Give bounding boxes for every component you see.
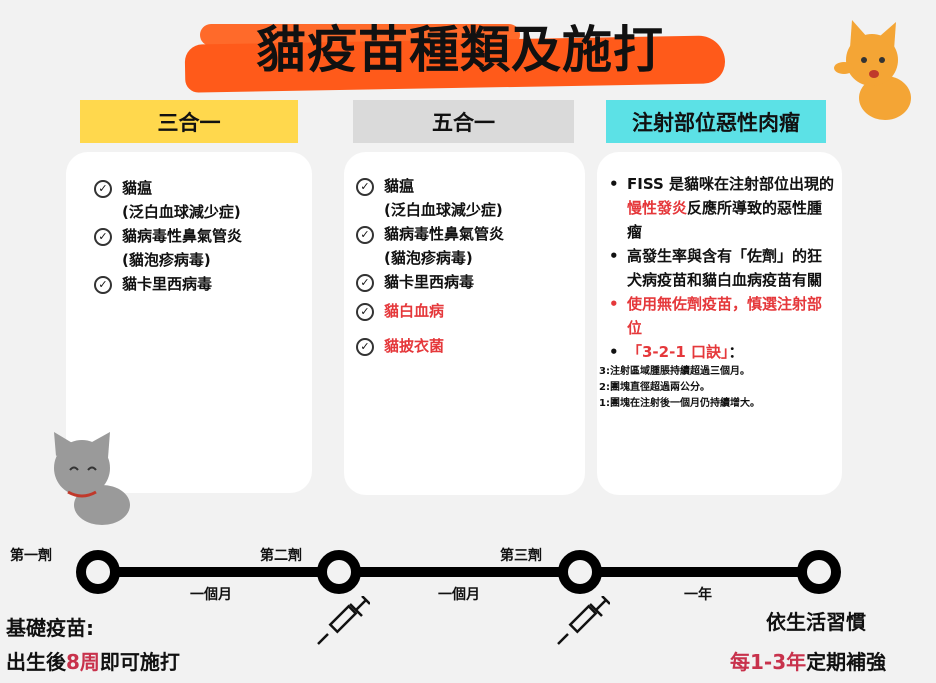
list-item: ✓ 貓病毒性鼻氣管炎 (貓泡疹病毒)	[94, 224, 312, 272]
text: FISS 是貓咪在注射部位出現的	[627, 175, 834, 193]
list-item: ✓ 貓披衣菌	[356, 334, 585, 358]
item-label: 貓披衣菌	[384, 337, 445, 355]
item-label: 貓卡里西病毒	[122, 275, 213, 293]
bullet-item: •使用無佐劑疫苗，慎選注射部位	[609, 292, 834, 340]
bullet-item: •FISS 是貓咪在注射部位出現的慢性發炎反應所導致的惡性腫瘤	[609, 175, 834, 241]
timeline-node	[558, 550, 602, 594]
base-vaccine-note: 出生後8周即可施打	[6, 646, 180, 675]
item-sub: (泛白血球減少症)	[384, 201, 503, 219]
item-label: 貓瘟	[384, 177, 415, 195]
header-three-in-one: 三合一	[80, 100, 298, 143]
bullet-item: •高發生率與含有「佐劑」的狂犬病疫苗和貓白血病疫苗有關	[609, 244, 834, 292]
text: ：	[728, 343, 744, 361]
booster-title: 依生活習慣	[766, 610, 866, 634]
timeline-line	[100, 567, 820, 577]
list-item: ✓ 貓病毒性鼻氣管炎 (貓泡疹病毒)	[356, 222, 585, 270]
item-label: 貓卡里西病毒	[384, 273, 475, 291]
item-label: 貓病毒性鼻氣管炎	[384, 225, 505, 243]
check-icon: ✓	[356, 303, 374, 321]
item-label: 貓白血病	[384, 302, 445, 320]
rule-text: 3:注射區域腫脹持續超過三個月。	[599, 366, 750, 377]
header-five-in-one: 五合一	[353, 100, 574, 143]
interval-label: 一年	[684, 587, 712, 603]
text-highlight: 慢性發炎	[627, 199, 688, 217]
list-item: ✓ 貓卡里西病毒	[356, 270, 585, 294]
item-sub: (貓泡疹病毒)	[122, 251, 211, 269]
text: 即可施打	[99, 650, 180, 674]
check-icon: ✓	[94, 180, 112, 198]
item-label: 貓病毒性鼻氣管炎	[122, 227, 243, 245]
check-icon: ✓	[356, 226, 374, 244]
item-sub: (貓泡疹病毒)	[384, 249, 473, 267]
list-item: ✓ 貓瘟 (泛白血球減少症)	[94, 176, 312, 224]
timeline-node	[317, 550, 361, 594]
card-five-in-one: ✓ 貓瘟 (泛白血球減少症) ✓ 貓病毒性鼻氣管炎 (貓泡疹病毒) ✓ 貓卡里西病毒 ✓ 貓…	[344, 152, 585, 495]
dose-label: 第一劑	[10, 548, 52, 564]
page-title: 貓疫苗種類及施打	[256, 21, 664, 79]
syringe-icon	[557, 596, 610, 645]
list-item: ✓ 貓白血病	[356, 299, 585, 323]
gray-cat-illustration	[54, 432, 130, 525]
text: 反應所導致的惡性腫瘤	[627, 199, 823, 241]
check-icon: ✓	[94, 276, 112, 294]
card-fiss: •FISS 是貓咪在注射部位出現的慢性發炎反應所導致的惡性腫瘤 •高發生率與含有…	[597, 152, 842, 495]
text: 「3-2-1 口訣」	[627, 343, 729, 361]
check-icon: ✓	[356, 178, 374, 196]
text: 出生後	[6, 650, 66, 674]
interval-label: 一個月	[190, 587, 232, 603]
text-highlight: 8周	[66, 650, 100, 674]
dose-label: 第二劑	[260, 548, 302, 564]
booster-note: 每1-3年定期補強	[730, 646, 886, 675]
header-fiss: 注射部位惡性肉瘤	[606, 100, 826, 143]
text: 高發生率與含有「佐劑」的狂犬病疫苗和貓白血病疫苗有關	[627, 247, 823, 289]
text: 使用無佐劑疫苗，慎選注射部位	[627, 295, 823, 337]
text: 定期補強	[806, 650, 887, 674]
orange-cat-illustration	[834, 20, 911, 120]
card-three-in-one: ✓ 貓瘟 (泛白血球減少症) ✓ 貓病毒性鼻氣管炎 (貓泡疹病毒) ✓ 貓卡里西病毒	[66, 152, 312, 493]
item-label: 貓瘟	[122, 179, 153, 197]
interval-label: 一個月	[438, 587, 480, 603]
list-item: ✓ 貓瘟 (泛白血球減少症)	[356, 174, 585, 222]
rule-text: 2:團塊直徑超過兩公分。	[599, 382, 710, 393]
base-vaccine-title: 基礎疫苗:	[6, 616, 94, 640]
item-sub: (泛白血球減少症)	[122, 203, 241, 221]
check-icon: ✓	[94, 228, 112, 246]
bullet-item: •「3-2-1 口訣」：	[609, 343, 744, 361]
timeline-node	[797, 550, 841, 594]
syringe-icon	[317, 596, 370, 645]
text-highlight: 每1-3年	[730, 650, 807, 674]
timeline-node	[76, 550, 120, 594]
rule-text: 1:團塊在注射後一個月仍持續增大。	[599, 398, 760, 409]
check-icon: ✓	[356, 338, 374, 356]
check-icon: ✓	[356, 274, 374, 292]
dose-label: 第三劑	[500, 548, 542, 564]
list-item: ✓ 貓卡里西病毒	[94, 272, 312, 296]
